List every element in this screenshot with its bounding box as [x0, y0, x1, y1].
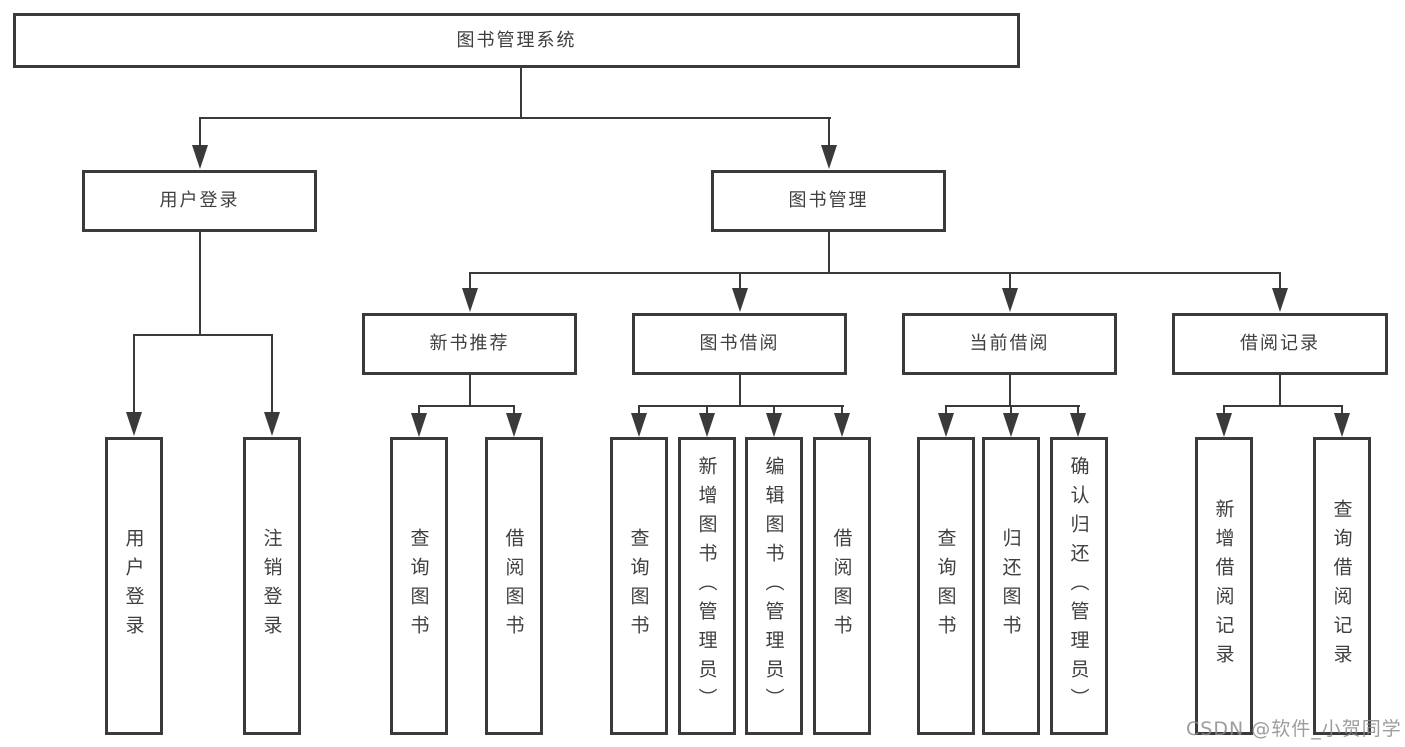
node-borrowing-records: 借阅记录: [1172, 313, 1388, 375]
node-book-management-branch: 图书管理: [711, 170, 946, 232]
connector-line: [638, 405, 640, 415]
arrowhead-down-icon: [264, 412, 280, 436]
arrowhead-down-icon: [192, 145, 208, 169]
connector-line: [418, 405, 515, 407]
arrowhead-down-icon: [1070, 413, 1086, 437]
leaf-confirm-return-admin: 确认归还（管理员）: [1050, 437, 1108, 735]
leaf-query-books-2: 查询图书: [610, 437, 668, 735]
node-label: 图书管理系统: [456, 29, 577, 51]
leaf-borrow-books-2: 借阅图书: [813, 437, 871, 735]
connector-line: [828, 232, 830, 273]
leaf-query-books-3: 查询图书: [917, 437, 975, 735]
connector-line: [271, 334, 273, 412]
arrowhead-down-icon: [1334, 413, 1350, 437]
connector-line: [1077, 405, 1079, 415]
node-label: 归还图书: [999, 528, 1022, 644]
node-label: 图书借阅: [699, 333, 780, 354]
connector-line: [469, 375, 471, 406]
arrowhead-down-icon: [126, 412, 142, 436]
connector-line: [945, 405, 1080, 407]
connector-line: [828, 117, 830, 146]
connector-line: [520, 68, 522, 118]
arrowhead-down-icon: [1002, 288, 1018, 312]
connector-line: [739, 375, 741, 406]
node-label: 编辑图书（管理员）: [762, 455, 785, 717]
leaf-add-books-admin: 新增图书（管理员）: [678, 437, 736, 735]
connector-line: [133, 334, 135, 412]
connector-line: [469, 272, 471, 289]
connector-line: [1009, 272, 1011, 289]
connector-line: [513, 405, 515, 415]
node-root-library-management-system: 图书管理系统: [13, 13, 1020, 68]
connector-line: [638, 405, 844, 407]
connector-line: [199, 117, 831, 119]
arrowhead-down-icon: [766, 413, 782, 437]
leaf-query-books-1: 查询图书: [390, 437, 448, 735]
connector-line: [1279, 375, 1281, 406]
arrowhead-down-icon: [821, 145, 837, 169]
connector-line: [133, 334, 273, 336]
leaf-user-login: 用户登录: [105, 437, 163, 735]
node-label: 用户登录: [159, 190, 240, 211]
leaf-borrow-books-1: 借阅图书: [485, 437, 543, 735]
node-current-borrowing: 当前借阅: [902, 313, 1117, 375]
arrowhead-down-icon: [1216, 413, 1232, 437]
connector-line: [706, 405, 708, 415]
node-label: 用户登录: [122, 528, 145, 644]
node-label: 查询借阅记录: [1330, 499, 1353, 673]
connector-line: [1279, 272, 1281, 289]
node-label: 借阅图书: [502, 528, 525, 644]
node-label: 确认归还（管理员）: [1067, 455, 1090, 717]
arrowhead-down-icon: [1272, 288, 1288, 312]
connector-line: [418, 405, 420, 415]
node-label: 查询图书: [627, 528, 650, 644]
arrowhead-down-icon: [411, 413, 427, 437]
node-label: 新书推荐: [429, 333, 510, 354]
connector-line: [773, 405, 775, 415]
leaf-add-borrow-record: 新增借阅记录: [1195, 437, 1253, 735]
connector-line: [469, 272, 1281, 274]
connector-line: [1223, 405, 1343, 407]
arrowhead-down-icon: [506, 413, 522, 437]
node-label: 借阅图书: [830, 528, 853, 644]
node-label: 当前借阅: [969, 333, 1050, 354]
connector-line: [841, 405, 843, 415]
node-user-login-branch: 用户登录: [82, 170, 317, 232]
leaf-logout: 注销登录: [243, 437, 301, 735]
node-label: 借阅记录: [1240, 333, 1320, 354]
connector-line: [1341, 405, 1343, 415]
connector-line: [1223, 405, 1225, 415]
csdn-watermark: CSDN @软件_小贺同学: [1186, 718, 1402, 740]
node-label: 新增图书（管理员）: [695, 455, 718, 717]
arrowhead-down-icon: [732, 288, 748, 312]
node-label: 查询图书: [934, 528, 957, 644]
connector-line: [199, 117, 201, 146]
arrowhead-down-icon: [834, 413, 850, 437]
connector-line: [199, 232, 201, 335]
leaf-return-books: 归还图书: [982, 437, 1040, 735]
node-label: 新增借阅记录: [1212, 499, 1235, 673]
connector-line: [1009, 375, 1011, 406]
arrowhead-down-icon: [699, 413, 715, 437]
arrowhead-down-icon: [631, 413, 647, 437]
leaf-edit-books-admin: 编辑图书（管理员）: [745, 437, 803, 735]
arrowhead-down-icon: [1003, 413, 1019, 437]
connector-line: [739, 272, 741, 289]
arrowhead-down-icon: [938, 413, 954, 437]
node-label: 查询图书: [407, 528, 430, 644]
node-label: 注销登录: [260, 528, 283, 644]
arrowhead-down-icon: [462, 288, 478, 312]
connector-line: [945, 405, 947, 415]
connector-line: [1010, 405, 1012, 415]
node-new-book-recommendation: 新书推荐: [362, 313, 577, 375]
leaf-query-borrow-record: 查询借阅记录: [1313, 437, 1371, 735]
node-book-borrowing: 图书借阅: [632, 313, 847, 375]
node-label: 图书管理: [788, 190, 869, 211]
